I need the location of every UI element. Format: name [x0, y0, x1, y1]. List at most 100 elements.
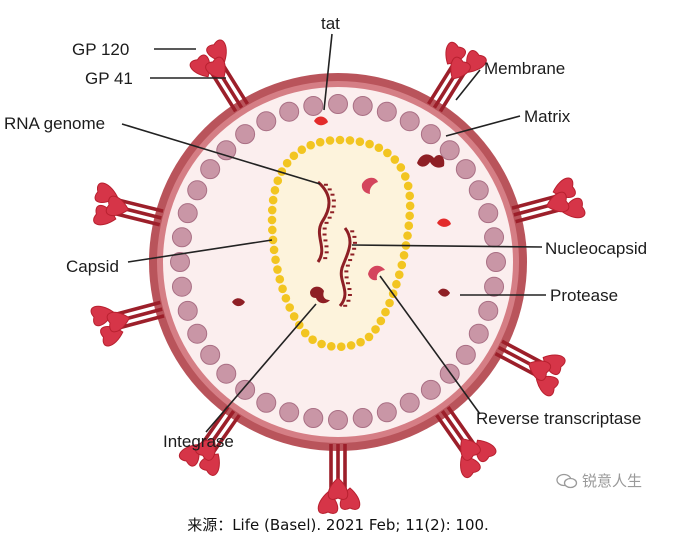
capsid-dot — [364, 332, 374, 342]
gp41-stalk — [426, 60, 457, 105]
gp41-stalk — [219, 60, 250, 105]
protein-red-small — [437, 218, 451, 227]
capsid-dot — [275, 274, 285, 284]
rna-genome-leader — [121, 123, 321, 185]
nucleotide-tick — [323, 183, 328, 186]
gp41-stalk — [114, 197, 164, 213]
matrix-bead — [303, 95, 324, 116]
matrix-bead — [352, 408, 373, 429]
gp41-stalk — [446, 406, 479, 450]
matrix-bead — [420, 379, 441, 400]
capsid-dot — [404, 221, 414, 231]
tat-leader — [323, 33, 333, 111]
gp41-stalk — [111, 300, 161, 318]
capsid-dot — [371, 325, 380, 334]
gp120-head — [528, 360, 552, 381]
capsid-dot — [267, 205, 277, 215]
matrix-bead — [468, 180, 489, 201]
capsid-dot — [403, 231, 412, 240]
matrix-bead — [376, 101, 397, 122]
nucleotide-tick — [344, 270, 349, 273]
gp120-head — [535, 375, 559, 397]
capsid-dot — [383, 148, 392, 158]
capsid-dot — [345, 136, 355, 145]
glycoprotein-spike — [317, 444, 361, 514]
matrix-bead — [216, 363, 237, 384]
capsid-dot — [282, 158, 292, 168]
capsid-dot — [397, 260, 407, 270]
matrix-bead — [171, 227, 192, 248]
gp41-stalk — [435, 414, 467, 458]
nucleotide-tick — [343, 304, 348, 307]
capsid-dot — [297, 145, 307, 155]
glycoprotein-spike — [93, 182, 164, 227]
gp41-stalk — [197, 406, 230, 450]
gp41-stalk — [110, 210, 161, 227]
nucleotide-tick — [324, 251, 329, 254]
matrix-bead — [352, 95, 373, 116]
capsid-fill — [272, 140, 411, 347]
gp120-head — [546, 191, 570, 213]
matrix-bead — [328, 94, 348, 114]
gp120-head — [106, 311, 130, 333]
capsid-dot — [335, 135, 345, 145]
nucleotide-tick — [324, 221, 329, 224]
capsid-dot — [385, 298, 394, 308]
matrix-bead — [171, 276, 192, 297]
gp41-stalk — [438, 68, 469, 113]
capsid-dot — [315, 137, 325, 147]
gp120-head — [105, 195, 130, 217]
glycoprotein-spike — [426, 41, 487, 113]
matrix-bead — [455, 344, 476, 365]
capsid-dot — [355, 137, 365, 146]
watermark-text: 锐意人生 — [582, 472, 643, 490]
capsid-dot — [381, 307, 390, 317]
gp120-head — [466, 50, 487, 73]
gp41-stalk — [494, 352, 541, 379]
capsid-dot — [403, 181, 413, 191]
nucleotide-tick — [346, 299, 351, 302]
nucleotide-tick — [347, 288, 352, 291]
leader-lines — [121, 33, 546, 433]
capsid-dot — [271, 255, 280, 265]
tat-protein — [314, 116, 328, 126]
gp120-head — [195, 438, 216, 461]
gp41-stalk — [343, 444, 347, 494]
protease-label: Protease — [550, 286, 618, 305]
nucleotide-tick — [352, 235, 357, 238]
matrix-bead — [170, 252, 190, 272]
wechat-icon — [556, 473, 578, 488]
integrase-leader — [205, 303, 317, 433]
matrix-bead — [235, 124, 256, 145]
capsid-dot — [376, 316, 386, 326]
reverse-transcriptase-label: Reverse transcriptase — [476, 409, 641, 428]
capsid-dot — [267, 215, 277, 225]
nucleotide-tick — [327, 188, 332, 191]
gp120-head — [450, 56, 471, 80]
capsid-dot — [267, 225, 277, 235]
matrix-bead — [177, 203, 198, 224]
matrix-bead — [200, 159, 221, 180]
glycoprotein-spike — [494, 339, 566, 397]
gp120-head — [178, 444, 200, 467]
source-caption: 来源：Life (Basel). 2021 Feb; 11(2): 100. — [187, 516, 489, 534]
gp41-stalk — [209, 414, 241, 458]
matrix-bead — [256, 111, 277, 132]
reverse-transcriptase-protein — [368, 265, 385, 281]
capsid-dot — [289, 312, 299, 321]
matrix-bead — [187, 180, 208, 201]
glycoprotein-spike — [90, 300, 165, 347]
capsid-dot — [390, 155, 400, 164]
membrane-leader — [455, 69, 481, 101]
nucleocapsid-leader — [351, 244, 543, 248]
rna-genome-strand-1 — [316, 180, 336, 263]
gp120-head — [90, 305, 114, 327]
nucleocapsid-label: Nucleocapsid — [545, 239, 647, 258]
tat-label: tat — [321, 14, 340, 33]
capsid-dot — [273, 176, 283, 185]
integrase-protein — [310, 286, 330, 304]
matrix-bead — [420, 124, 441, 145]
glycoprotein-spike — [511, 177, 586, 224]
nucleotide-tick — [330, 211, 335, 214]
